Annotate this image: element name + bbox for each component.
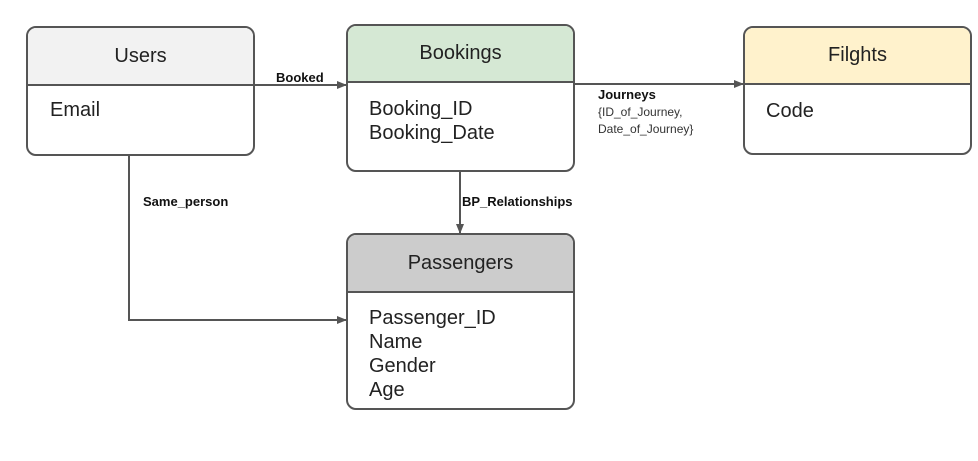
entity-flights[interactable]: Filghts Code (743, 26, 972, 155)
relationship-label-same-person: Same_person (143, 194, 229, 209)
entity-passengers-attributes: Passenger_ID Name Gender Age (348, 293, 573, 408)
attribute-booking-id: Booking_ID (369, 98, 473, 120)
entity-bookings-title: Bookings (419, 42, 502, 64)
entity-passengers-title: Passengers (407, 251, 514, 274)
attribute-passenger-id: Passenger_ID (369, 307, 496, 329)
relationship-detail-journeys-2: Date_of_Journey} (598, 122, 694, 136)
entity-bookings-header: Bookings (348, 26, 573, 83)
entity-users-title: Users (114, 44, 167, 67)
attribute-booking-date: Booking_Date (369, 122, 495, 144)
entity-passengers[interactable]: Passengers Passenger_ID Name Gender Age (346, 233, 575, 410)
entity-bookings-attributes: Booking_ID Booking_Date (348, 83, 573, 157)
relationship-detail-journeys-1: {ID_of_Journey, (598, 105, 683, 119)
entity-passengers-header: Passengers (348, 235, 573, 293)
attribute-code: Code (766, 100, 814, 122)
entity-flights-attributes: Code (745, 85, 970, 135)
entity-flights-title: Filghts (828, 44, 887, 66)
entity-bookings[interactable]: Bookings Booking_ID Booking_Date (346, 24, 575, 172)
entity-users-header: Users (28, 28, 253, 86)
entity-users[interactable]: Users Email (26, 26, 255, 156)
relationship-label-journeys: Journeys (598, 87, 656, 102)
edge-same-person (128, 156, 347, 324)
attribute-email: Email (50, 99, 101, 121)
attribute-name: Name (369, 331, 423, 353)
relationship-label-bp-relationships: BP_Relationships (462, 194, 573, 209)
entity-flights-header: Filghts (745, 28, 970, 85)
attribute-age: Age (369, 379, 405, 401)
relationship-label-booked: Booked (276, 70, 324, 85)
attribute-gender: Gender (369, 355, 436, 377)
entity-users-attributes: Email (28, 86, 253, 134)
